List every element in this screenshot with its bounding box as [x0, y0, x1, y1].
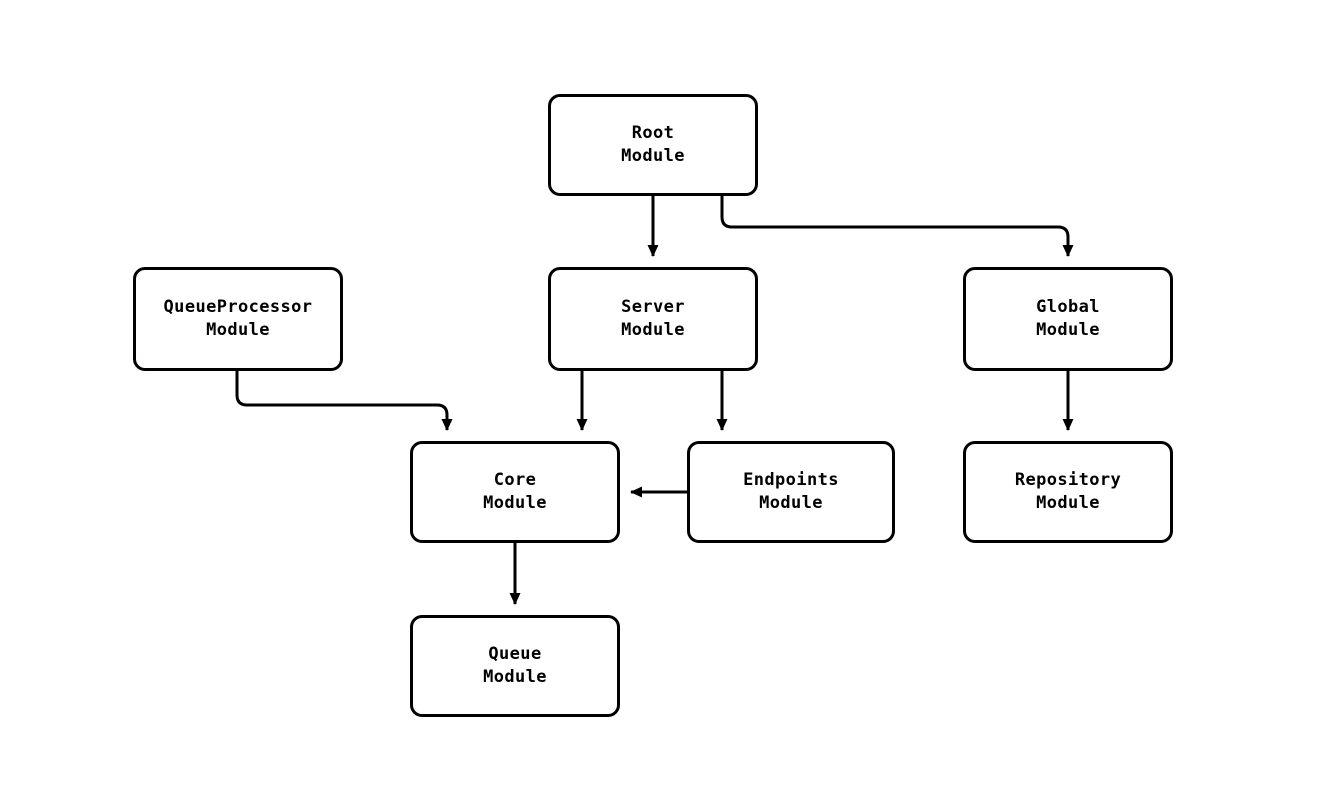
edge-root-to-global — [720, 196, 1074, 257]
node-queue-module[interactable]: Queue Module — [410, 615, 620, 717]
node-core-module[interactable]: Core Module — [410, 441, 620, 543]
node-repository-module-label: Repository Module — [1014, 469, 1122, 513]
node-repository-module[interactable]: Repository Module — [963, 441, 1173, 543]
node-global-module-label: Global Module — [1036, 296, 1100, 340]
node-root-module-label: Root Module — [621, 122, 685, 166]
node-server-module[interactable]: Server Module — [548, 267, 758, 371]
node-root-module[interactable]: Root Module — [548, 94, 758, 196]
node-global-module[interactable]: Global Module — [963, 267, 1173, 371]
edge-queueprocessor-to-core — [235, 371, 453, 431]
node-endpoints-module-label: Endpoints Module — [743, 469, 839, 513]
node-core-module-label: Core Module — [483, 469, 547, 513]
node-queueprocessor-module-label: QueueProcessor Module — [163, 296, 313, 340]
node-endpoints-module[interactable]: Endpoints Module — [687, 441, 895, 543]
node-queueprocessor-module[interactable]: QueueProcessor Module — [133, 267, 343, 371]
node-queue-module-label: Queue Module — [483, 643, 547, 687]
node-server-module-label: Server Module — [621, 296, 685, 340]
